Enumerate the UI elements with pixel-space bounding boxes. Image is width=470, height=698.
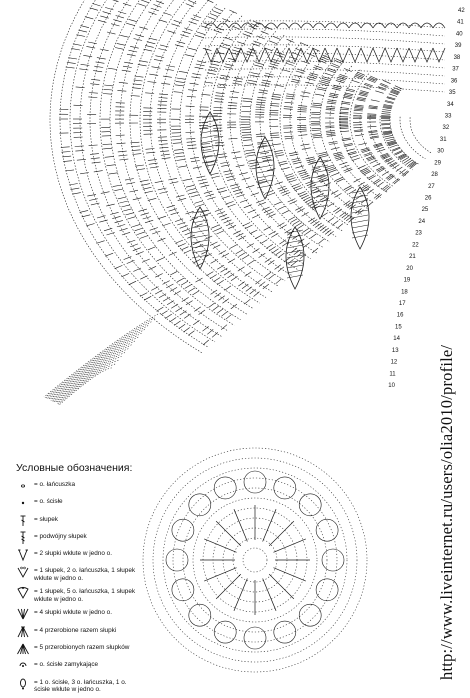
slip-stitch-icon [12,496,34,510]
legend-item: = słupek [12,514,242,531]
legend: Условные обозначения: = o. łańcuszka = o.… [12,462,242,698]
picot-icon [12,677,34,691]
row-number: 40 [456,31,463,37]
row-number: 29 [434,160,441,166]
legend-item: = 1 słupek, 2 o. łańcuszka, 1 słupek wkł… [12,565,242,586]
four-dc-together-icon [12,625,34,639]
legend-item: = o. ścisłe zamykające [12,659,242,676]
chain-stitch-icon [12,479,34,493]
row-number: 22 [412,242,419,248]
row-number: 34 [447,102,454,108]
row-number: 24 [418,219,425,225]
double-crochet-icon [12,514,34,528]
two-dc-one-stitch-icon [12,548,34,562]
legend-item-text: = 1 o. ścisłe, 3 o. łańcuszka, 1 o. ścis… [34,677,127,694]
row-number: 14 [393,336,400,342]
legend-item-text: = podwójny słupek [34,531,87,540]
legend-item-text: = 4 słupki wkłute w jedno o. [34,607,112,616]
legend-item: = 2 słupki wkłute w jedno o. [12,548,242,565]
legend-item: = 5 przerobionych razem słupków [12,642,242,659]
legend-item-text: = o. ścisłe [34,496,63,505]
row-number: 36 [451,78,458,84]
row-number: 19 [404,278,411,284]
row-number: 28 [431,172,438,178]
legend-item: = podwójny słupek [12,531,242,548]
legend-item: = 1 słupek, 5 o. łańcuszka, 1 słupek wkł… [12,586,242,607]
row-number: 12 [391,360,398,366]
row-number: 26 [425,196,432,202]
shell-stitch-icon [12,586,34,600]
row-number: 41 [457,20,464,26]
row-number: 15 [395,324,402,330]
treble-crochet-icon [12,531,34,545]
legend-item-text: = 5 przerobionych razem słupków [34,642,129,651]
v-stitch-icon [12,565,34,579]
legend-item-text: = o. łańcuszka [34,479,75,488]
closing-slip-stitch-icon [12,659,34,673]
row-number: 30 [437,149,444,155]
row-number: 21 [409,254,416,260]
row-number: 33 [445,114,452,120]
legend-item: = 4 słupki wkłute w jedno o. [12,607,242,624]
row-number: 17 [399,301,406,307]
row-number: 11 [389,371,396,377]
five-dc-together-icon [12,642,34,656]
row-number: 27 [428,184,435,190]
row-number: 39 [455,43,462,49]
four-dc-one-stitch-icon [12,607,34,621]
legend-item: = 1 o. ścisłe, 3 o. łańcuszka, 1 o. ścis… [12,677,242,698]
row-number: 38 [454,55,461,61]
row-number: 10 [388,383,395,389]
row-number: 32 [443,125,450,131]
legend-item: = o. ścisłe [12,496,242,513]
row-number: 42 [458,8,465,14]
legend-item-text: = 1 słupek, 5 o. łańcuszka, 1 słupek wkł… [34,586,135,603]
row-number: 31 [440,137,447,143]
row-number: 35 [449,90,456,96]
row-number: 20 [406,266,413,272]
legend-item: = 4 przerobione razem słupki [12,625,242,642]
watermark-url: http://www.liveinternet.ru/users/olia201… [437,345,457,680]
legend-item-text: = 4 przerobione razem słupki [34,625,116,634]
row-number: 23 [415,231,422,237]
legend-title: Условные обозначения: [16,462,242,474]
legend-item: = o. łańcuszka [12,479,242,496]
row-number: 18 [401,289,408,295]
row-number: 25 [422,207,429,213]
legend-item-text: = 1 słupek, 2 o. łańcuszka, 1 słupek wkł… [34,565,135,582]
row-numbers: 42 41 40 39 38 37 36 35 34 33 32 31 30 29 28 27 26 25 24 23… [388,8,465,389]
legend-item-text: = słupek [34,514,58,523]
row-number: 37 [452,67,459,73]
row-number: 13 [392,348,399,354]
legend-item-text: = 2 słupki wkłute w jedno o. [34,548,112,557]
legend-item-text: = o. ścisłe zamykające [34,659,98,668]
row-number: 16 [397,313,404,319]
